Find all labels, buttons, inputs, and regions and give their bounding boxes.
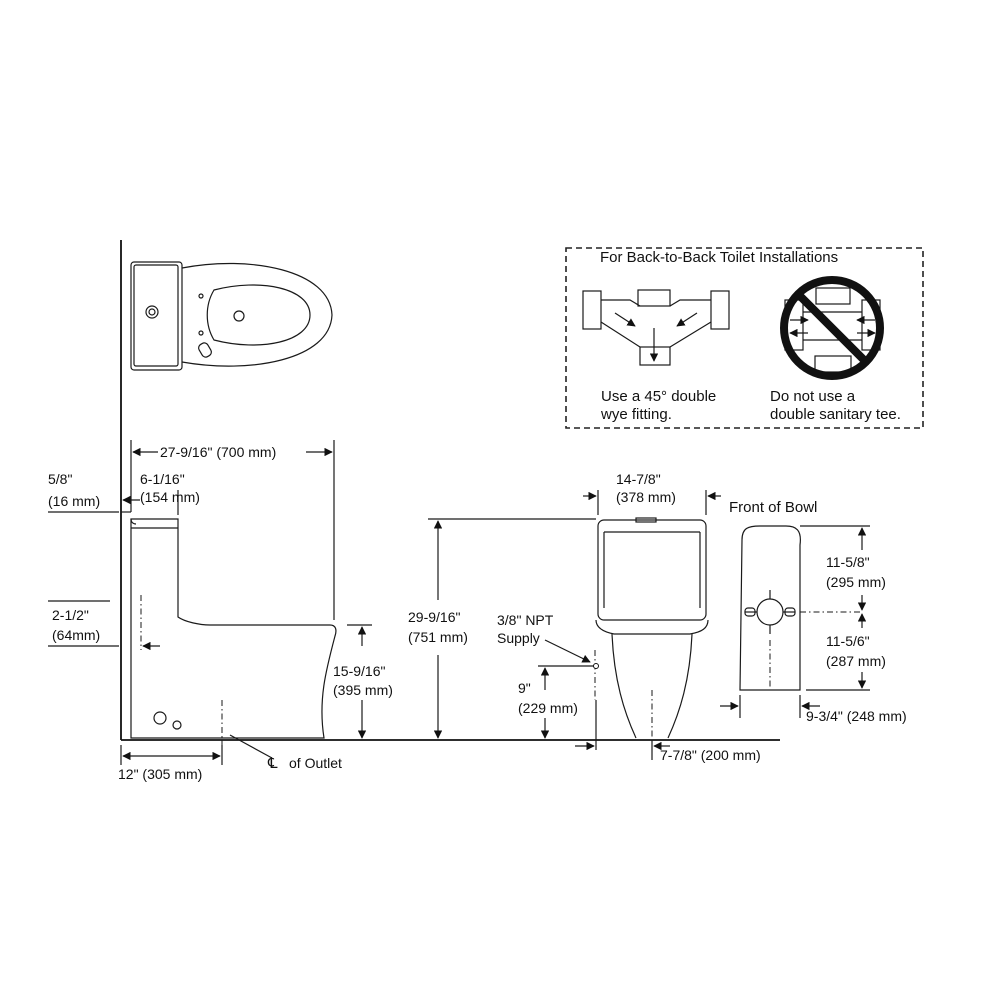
dimension-lines [48, 440, 870, 765]
front-view-toilet [594, 517, 709, 740]
tank-width-label-line1: 14-7/8" [616, 471, 661, 487]
supply-label-line2: Supply [497, 630, 540, 646]
wye-caption-line2: wye fitting. [600, 406, 672, 423]
supply-height-label-line2: (229 mm) [518, 700, 578, 716]
wye-caption-line1: Use a 45° double [601, 388, 716, 405]
seat-height-label-line1: 15-9/16" [333, 663, 385, 679]
front-lower-label-line2: (287 mm) [826, 653, 886, 669]
tee-caption-line2: double sanitary tee. [770, 406, 901, 423]
overall-height-label-line2: (751 mm) [408, 629, 468, 645]
wall-gap-label-line1: 5/8" [48, 471, 72, 487]
overall-height-label-line1: 29-9/16" [408, 609, 460, 625]
overall-length-label: 27-9/16" (700 mm) [160, 444, 276, 460]
outlet-label: of Outlet [289, 755, 342, 771]
front-of-bowl-label: Front of Bowl [729, 499, 817, 516]
no-sanitary-tee-icon [780, 276, 884, 380]
side-view-toilet [130, 518, 337, 745]
tank-offset-label-line2: (154 mm) [140, 489, 200, 505]
wall-gap-label-line2: (16 mm) [48, 493, 100, 509]
seat-height-label-line2: (395 mm) [333, 682, 393, 698]
front-of-bowl-outline [739, 525, 862, 691]
bowl-width-label: 9-3/4" (248 mm) [806, 708, 907, 724]
front-upper-label-line1: 11-5/8" [826, 554, 870, 570]
wall-and-floor [120, 240, 780, 741]
front-upper-label-line2: (295 mm) [826, 574, 886, 590]
tank-base-height-label-line1: 2-1/2" [52, 607, 89, 623]
double-wye-fitting-icon [582, 289, 730, 366]
supply-label-line1: 3/8" NPT [497, 612, 554, 628]
callout-title: For Back-to-Back Toilet Installations [600, 249, 838, 266]
tank-base-height-label-line2: (64mm) [52, 627, 100, 643]
front-lower-label-line1: 11-5/6" [826, 633, 870, 649]
supply-height-label-line1: 9" [518, 680, 531, 696]
tank-offset-label-line1: 6-1/16" [140, 471, 185, 487]
rough-in-label: 12" (305 mm) [118, 766, 202, 782]
top-view-toilet [130, 261, 333, 371]
back-to-back-callout [565, 247, 924, 429]
tank-width-label-line2: (378 mm) [616, 489, 676, 505]
tee-caption-line1: Do not use a [770, 388, 856, 405]
supply-offset-label: 7-7/8" (200 mm) [660, 747, 761, 763]
centerline-symbol: ℄ [267, 755, 278, 772]
